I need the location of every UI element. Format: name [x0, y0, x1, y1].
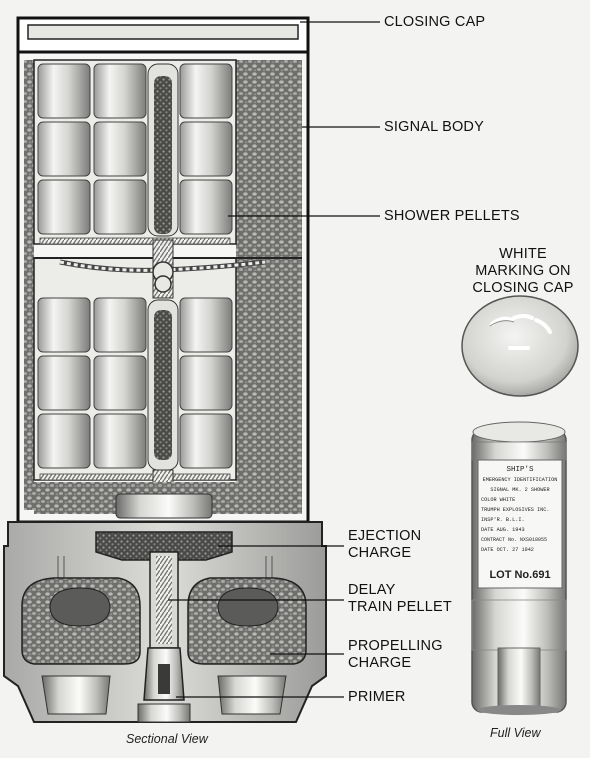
can-label-line-5: TRUMPH EXPLOSIVES INC.: [481, 507, 550, 513]
label-closing-cap: CLOSING CAP: [384, 14, 486, 30]
cap-top-view: [461, 295, 579, 397]
caption-full-view: Full View: [490, 726, 541, 740]
can-label-line-1: SHIP'S: [506, 466, 534, 474]
label-ejection-charge-line-1: EJECTION: [348, 528, 422, 544]
can-label-line-8: CONTRACT No. NXS018055: [481, 537, 547, 543]
label-ejection-charge: EJECTION CHARGE: [348, 528, 421, 562]
can-label-line-7: DATE AUG. 1943: [481, 527, 525, 533]
label-primer: PRIMER: [348, 689, 406, 705]
label-white-marking-line-3: CLOSING CAP: [472, 280, 574, 296]
label-propelling-charge: PROPELLING CHARGE: [348, 638, 443, 672]
shower-pellets-lower: [37, 297, 233, 469]
can-label-lot: LOT No.691: [489, 569, 550, 581]
label-delay-train-line-1: DELAY: [348, 582, 396, 598]
full-view-can: SHIP'S EMERGENCY IDENTIFICATION SIGNAL M…: [471, 421, 567, 715]
label-delay-train-pellet: DELAY TRAIN PELLET: [348, 582, 452, 616]
leader-lines: [168, 21, 380, 698]
can-label-panel: [477, 459, 563, 589]
label-propelling-charge-line-1: PROPELLING: [348, 638, 443, 654]
label-white-marking-line-1: WHITE: [499, 246, 547, 262]
label-delay-train-line-2: TRAIN PELLET: [348, 599, 452, 615]
label-white-marking: WHITE MARKING ON CLOSING CAP: [466, 246, 580, 297]
can-label-line-2: EMERGENCY IDENTIFICATION: [483, 477, 558, 483]
can-label-line-9: DATE OCT. 27 1942: [481, 547, 534, 553]
label-white-marking-line-2: MARKING ON: [475, 263, 571, 279]
can-label-line-3: SIGNAL MK. 2 SHOWER: [490, 487, 549, 493]
filler-granules: [236, 60, 302, 510]
ejection-charge: [95, 531, 233, 561]
label-ejection-charge-line-2: CHARGE: [348, 545, 412, 561]
label-propelling-charge-line-2: CHARGE: [348, 655, 412, 671]
label-signal-body: SIGNAL BODY: [384, 119, 484, 135]
sectional-view: [3, 16, 327, 723]
caption-sectional-view: Sectional View: [126, 732, 208, 746]
shower-pellets-upper: [37, 63, 233, 235]
label-shower-pellets: SHOWER PELLETS: [384, 208, 520, 224]
can-label-line-6: INSP'R. B.L.I.: [481, 517, 525, 523]
can-label-line-4: COLOR WHITE: [481, 497, 515, 503]
